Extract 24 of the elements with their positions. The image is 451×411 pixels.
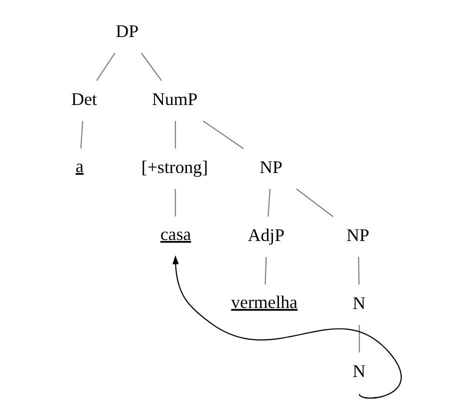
node-text: AdjP bbox=[248, 225, 285, 246]
node-text: a bbox=[76, 156, 84, 176]
node-text: N bbox=[352, 361, 366, 382]
connector bbox=[96, 52, 116, 81]
node-text: [+strong] bbox=[141, 157, 208, 178]
connector bbox=[174, 120, 176, 149]
arrow bbox=[172, 255, 402, 399]
node-text: casa bbox=[160, 224, 192, 244]
node-text: DP bbox=[116, 21, 139, 42]
node-text: Det bbox=[71, 89, 97, 110]
node-text: NP bbox=[260, 157, 282, 178]
connector bbox=[140, 52, 162, 81]
connector bbox=[174, 188, 176, 217]
connector bbox=[296, 188, 334, 218]
node-text: vermelha bbox=[231, 292, 298, 312]
connector bbox=[268, 188, 271, 217]
connector bbox=[80, 120, 84, 149]
connector bbox=[358, 324, 360, 352]
connector bbox=[202, 120, 244, 150]
connector bbox=[358, 256, 360, 285]
node-text: NumP bbox=[152, 89, 198, 110]
node-text: N bbox=[352, 293, 366, 314]
node-text: NP bbox=[346, 225, 370, 246]
connector bbox=[264, 256, 267, 285]
